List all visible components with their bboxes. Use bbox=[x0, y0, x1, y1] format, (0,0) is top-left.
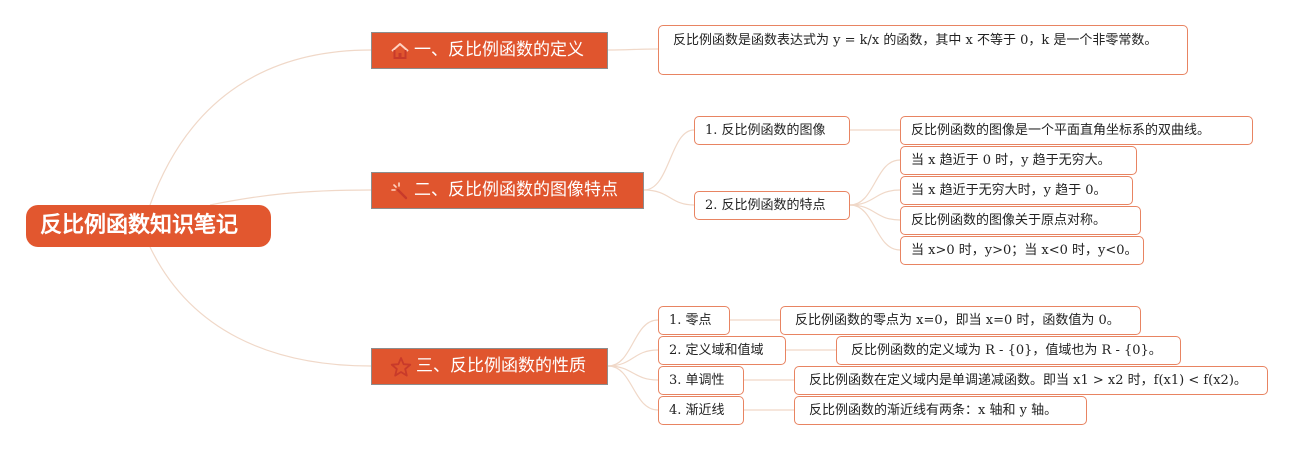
root-topic[interactable]: 反比例函数知识笔记 bbox=[26, 205, 271, 247]
link-branch1-definition bbox=[607, 48, 659, 51]
branch-label: 一、反比例函数的定义 bbox=[414, 40, 584, 60]
magic-wand-icon bbox=[391, 181, 408, 199]
branch-graph-features[interactable]: 二、反比例函数的图像特点 bbox=[371, 172, 644, 209]
link-branch2-sub2 bbox=[643, 189, 695, 206]
feature-detail-2[interactable]: 当 x 趋近于无穷大时，y 趋于 0。 bbox=[900, 176, 1133, 205]
feature-detail-3[interactable]: 反比例函数的图像关于原点对称。 bbox=[900, 206, 1141, 235]
definition-detail[interactable]: 反比例函数是函数表达式为 y = k/x 的函数，其中 x 不等于 0，k 是一… bbox=[658, 25, 1188, 75]
link-branch2-sub1 bbox=[643, 129, 695, 191]
branch-label: 二、反比例函数的图像特点 bbox=[414, 180, 618, 200]
feature-detail-1[interactable]: 当 x 趋近于 0 时，y 趋于无穷大。 bbox=[900, 146, 1137, 175]
graph-detail[interactable]: 反比例函数的图像是一个平面直角坐标系的双曲线。 bbox=[900, 116, 1253, 145]
link-sub2-detail1 bbox=[849, 159, 901, 206]
feature-detail-4[interactable]: 当 x>0 时，y>0；当 x<0 时，y<0。 bbox=[900, 236, 1144, 265]
zero-detail[interactable]: 反比例函数的零点为 x=0，即当 x=0 时，函数值为 0。 bbox=[780, 306, 1141, 335]
domain-range-detail[interactable]: 反比例函数的定义域为 R - {0}，值域也为 R - {0}。 bbox=[836, 336, 1181, 365]
link-root-branch-2 bbox=[209, 189, 372, 206]
link-sub2-detail3 bbox=[849, 204, 901, 221]
monotonicity-detail[interactable]: 反比例函数在定义域内是单调递减函数。即当 x1 > x2 时，f(x1) < f… bbox=[794, 366, 1268, 395]
branch-definition[interactable]: 一、反比例函数的定义 bbox=[371, 32, 608, 69]
subtopic-monotonicity[interactable]: 3. 单调性 bbox=[658, 366, 744, 395]
link-branch3-sub1 bbox=[607, 319, 659, 367]
asymptotes-detail[interactable]: 反比例函数的渐近线有两条：x 轴和 y 轴。 bbox=[794, 396, 1087, 425]
branch-properties[interactable]: 三、反比例函数的性质 bbox=[371, 348, 608, 385]
home-icon bbox=[391, 42, 409, 59]
link-root-branch-1 bbox=[149, 49, 372, 206]
star-icon bbox=[390, 356, 412, 376]
subtopic-asymptotes[interactable]: 4. 渐近线 bbox=[658, 396, 744, 425]
subtopic-zero[interactable]: 1. 零点 bbox=[658, 306, 730, 335]
link-sub2-detail4 bbox=[849, 204, 901, 251]
branch-label: 三、反比例函数的性质 bbox=[416, 356, 586, 376]
subtopic-features[interactable]: 2. 反比例函数的特点 bbox=[694, 191, 850, 220]
detail-text: 反比例函数是函数表达式为 y = k/x 的函数，其中 x 不等于 0，k 是一… bbox=[673, 33, 1158, 48]
link-branch3-sub2 bbox=[607, 349, 659, 367]
subtopic-graph[interactable]: 1. 反比例函数的图像 bbox=[694, 116, 850, 145]
subtopic-domain-range[interactable]: 2. 定义域和值域 bbox=[658, 336, 786, 365]
link-sub2-detail2 bbox=[849, 189, 901, 206]
link-root-branch-3 bbox=[149, 246, 372, 367]
link-branch3-sub4 bbox=[607, 365, 659, 411]
